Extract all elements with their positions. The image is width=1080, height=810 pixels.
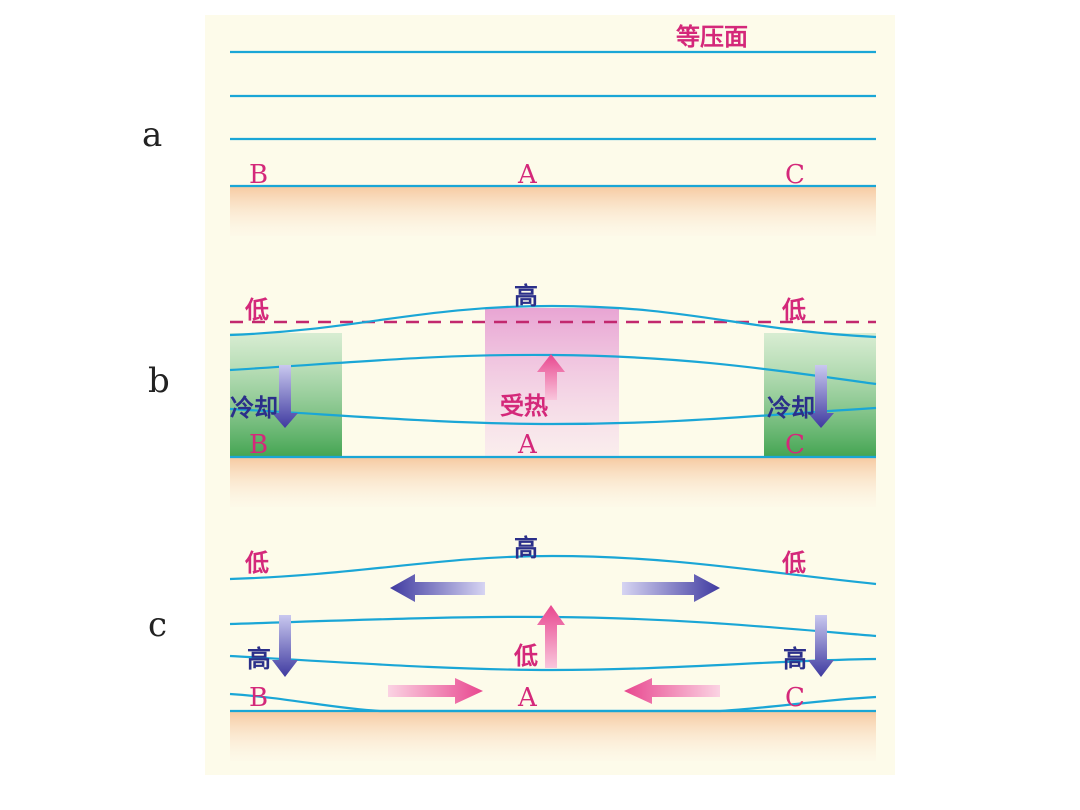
panel-a-label: a [142, 115, 162, 155]
sinking-arrow-left-c [272, 615, 298, 677]
point-c-c: C [785, 683, 805, 713]
upper-arrow-left [390, 574, 485, 602]
ground-b [230, 457, 876, 507]
high-label-b: 高 [514, 282, 538, 310]
cooling-label-right: 冷却 [767, 394, 815, 422]
upper-low-label-left: 低 [244, 549, 269, 577]
sinking-arrow-left [272, 365, 298, 428]
panel-a: a 等压面 B A C [142, 23, 876, 236]
ground-c [230, 711, 876, 761]
point-b-a: B [249, 160, 268, 190]
point-a-b: A [517, 430, 538, 460]
rising-arrow-center-c [537, 605, 565, 668]
upper-high-label: 高 [514, 534, 538, 562]
point-c-a: C [785, 160, 805, 190]
point-a-c: A [517, 683, 538, 713]
panel-b-label: b [148, 361, 170, 401]
surface-arrow-left [388, 678, 483, 704]
isobar-b-2 [229, 353, 877, 386]
rising-arrow-center [537, 354, 565, 400]
point-b-c: B [249, 683, 268, 713]
isobar-b-1 [229, 304, 877, 339]
point-a-a: A [517, 160, 538, 190]
point-c-b: C [785, 430, 805, 460]
sinking-arrow-right [808, 365, 834, 428]
surface-high-label-right: 高 [783, 645, 807, 673]
panel-c: c 低 高 低 高 低 高 B A C [148, 534, 877, 761]
surface-high-label-left: 高 [247, 645, 271, 673]
isobar-c-1 [229, 554, 877, 586]
point-b-b: B [249, 430, 268, 460]
ground-a [230, 186, 876, 236]
upper-low-label-right: 低 [781, 549, 806, 577]
heating-label: 受热 [500, 392, 548, 420]
sinking-arrow-right-c [808, 615, 834, 677]
surface-low-label: 低 [513, 642, 538, 670]
isobar-b-3 [229, 406, 877, 426]
low-label-left-b: 低 [244, 296, 269, 324]
surface-arrow-right [624, 678, 720, 704]
isobar-c-3 [229, 654, 877, 672]
panel-b: b 低 高 低 冷却 冷却 受热 B A C [148, 282, 877, 507]
isobar-label: 等压面 [676, 23, 748, 51]
cooling-label-left: 冷却 [230, 394, 278, 422]
panel-c-label: c [148, 605, 167, 645]
upper-arrow-right [622, 574, 720, 602]
low-label-right-b: 低 [781, 296, 806, 324]
